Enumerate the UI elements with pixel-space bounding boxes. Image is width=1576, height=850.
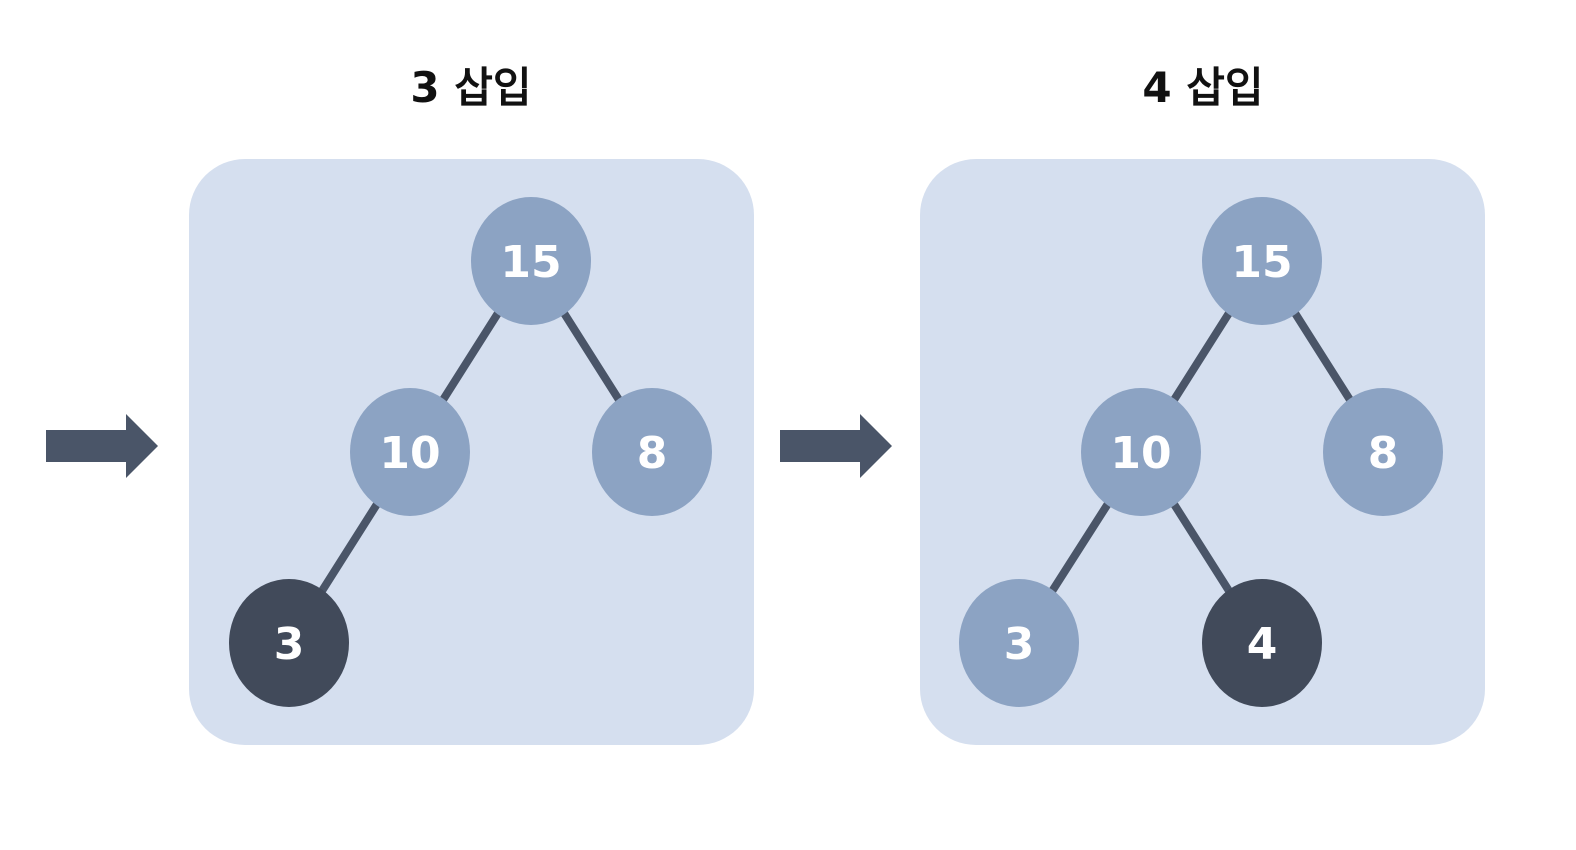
- tree-node: 3: [959, 579, 1079, 707]
- tree-panel-2: 4 삽입 15 10 8 3 4: [920, 63, 1485, 745]
- panel-title: 4 삽입: [1142, 63, 1263, 112]
- tree-panel-1: 3 삽입 15 10 8 3: [189, 63, 754, 745]
- node-circle: [229, 579, 349, 707]
- tree-node: 10: [1081, 388, 1201, 516]
- right-arrow-icon: [46, 414, 158, 478]
- tree-node: 15: [1202, 197, 1322, 325]
- panel-title: 3 삽입: [410, 63, 531, 112]
- tree-node: 10: [350, 388, 470, 516]
- tree-node: 8: [1323, 388, 1443, 516]
- node-label: 8: [637, 428, 668, 479]
- node-circle: [1202, 197, 1322, 325]
- node-label: 8: [1368, 428, 1399, 479]
- inserted-node: 3: [229, 579, 349, 707]
- node-label: 3: [1004, 619, 1035, 670]
- inserted-node: 4: [1202, 579, 1322, 707]
- node-label: 10: [1110, 428, 1171, 479]
- node-circle: [1081, 388, 1201, 516]
- node-label: 3: [274, 619, 305, 670]
- right-arrow-icon: [780, 414, 892, 478]
- node-label: 4: [1247, 619, 1278, 670]
- arrows-layer: [46, 414, 892, 478]
- node-label: 10: [379, 428, 440, 479]
- panels-layer: 3 삽입 15 10 8 3 4 삽입 15 10 8 3 4: [189, 63, 1485, 745]
- node-circle: [1202, 579, 1322, 707]
- tree-node: 8: [592, 388, 712, 516]
- node-circle: [350, 388, 470, 516]
- node-circle: [959, 579, 1079, 707]
- node-circle: [471, 197, 591, 325]
- node-label: 15: [500, 237, 561, 288]
- tree-node: 15: [471, 197, 591, 325]
- node-circle: [1323, 388, 1443, 516]
- node-label: 15: [1231, 237, 1292, 288]
- node-circle: [592, 388, 712, 516]
